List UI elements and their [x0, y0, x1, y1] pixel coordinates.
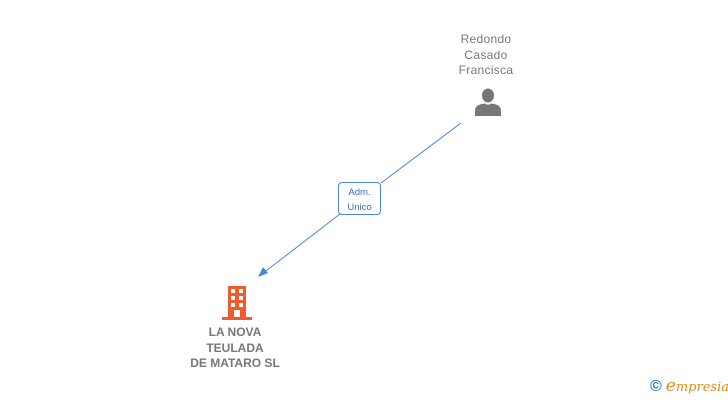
role-line-1: Adm.	[348, 187, 371, 198]
person-icon[interactable]	[473, 87, 503, 117]
company-name-line-3: DE MATARO SL	[190, 356, 280, 370]
brand-logo: © empresia	[650, 378, 728, 396]
person-name-line-2: Casado	[464, 47, 508, 62]
company-name-line-2: TEULADA	[206, 340, 264, 355]
arrowhead-icon	[258, 267, 268, 277]
person-name-line-3: Francisca	[458, 63, 514, 77]
company-name-line-1: LA NOVA	[208, 325, 262, 339]
brand-name: empresia	[665, 376, 728, 396]
role-line-2: Unico	[347, 202, 372, 213]
copyright-icon: ©	[650, 378, 662, 395]
company-name[interactable]: LA NOVA TEULADA DE MATARO SL	[170, 325, 300, 372]
person-name-line-1: Redondo	[460, 32, 512, 46]
person-name[interactable]: Redondo Casado Francisca	[436, 32, 536, 79]
building-icon[interactable]	[222, 286, 252, 320]
role-badge[interactable]: Adm. Unico	[338, 182, 381, 215]
